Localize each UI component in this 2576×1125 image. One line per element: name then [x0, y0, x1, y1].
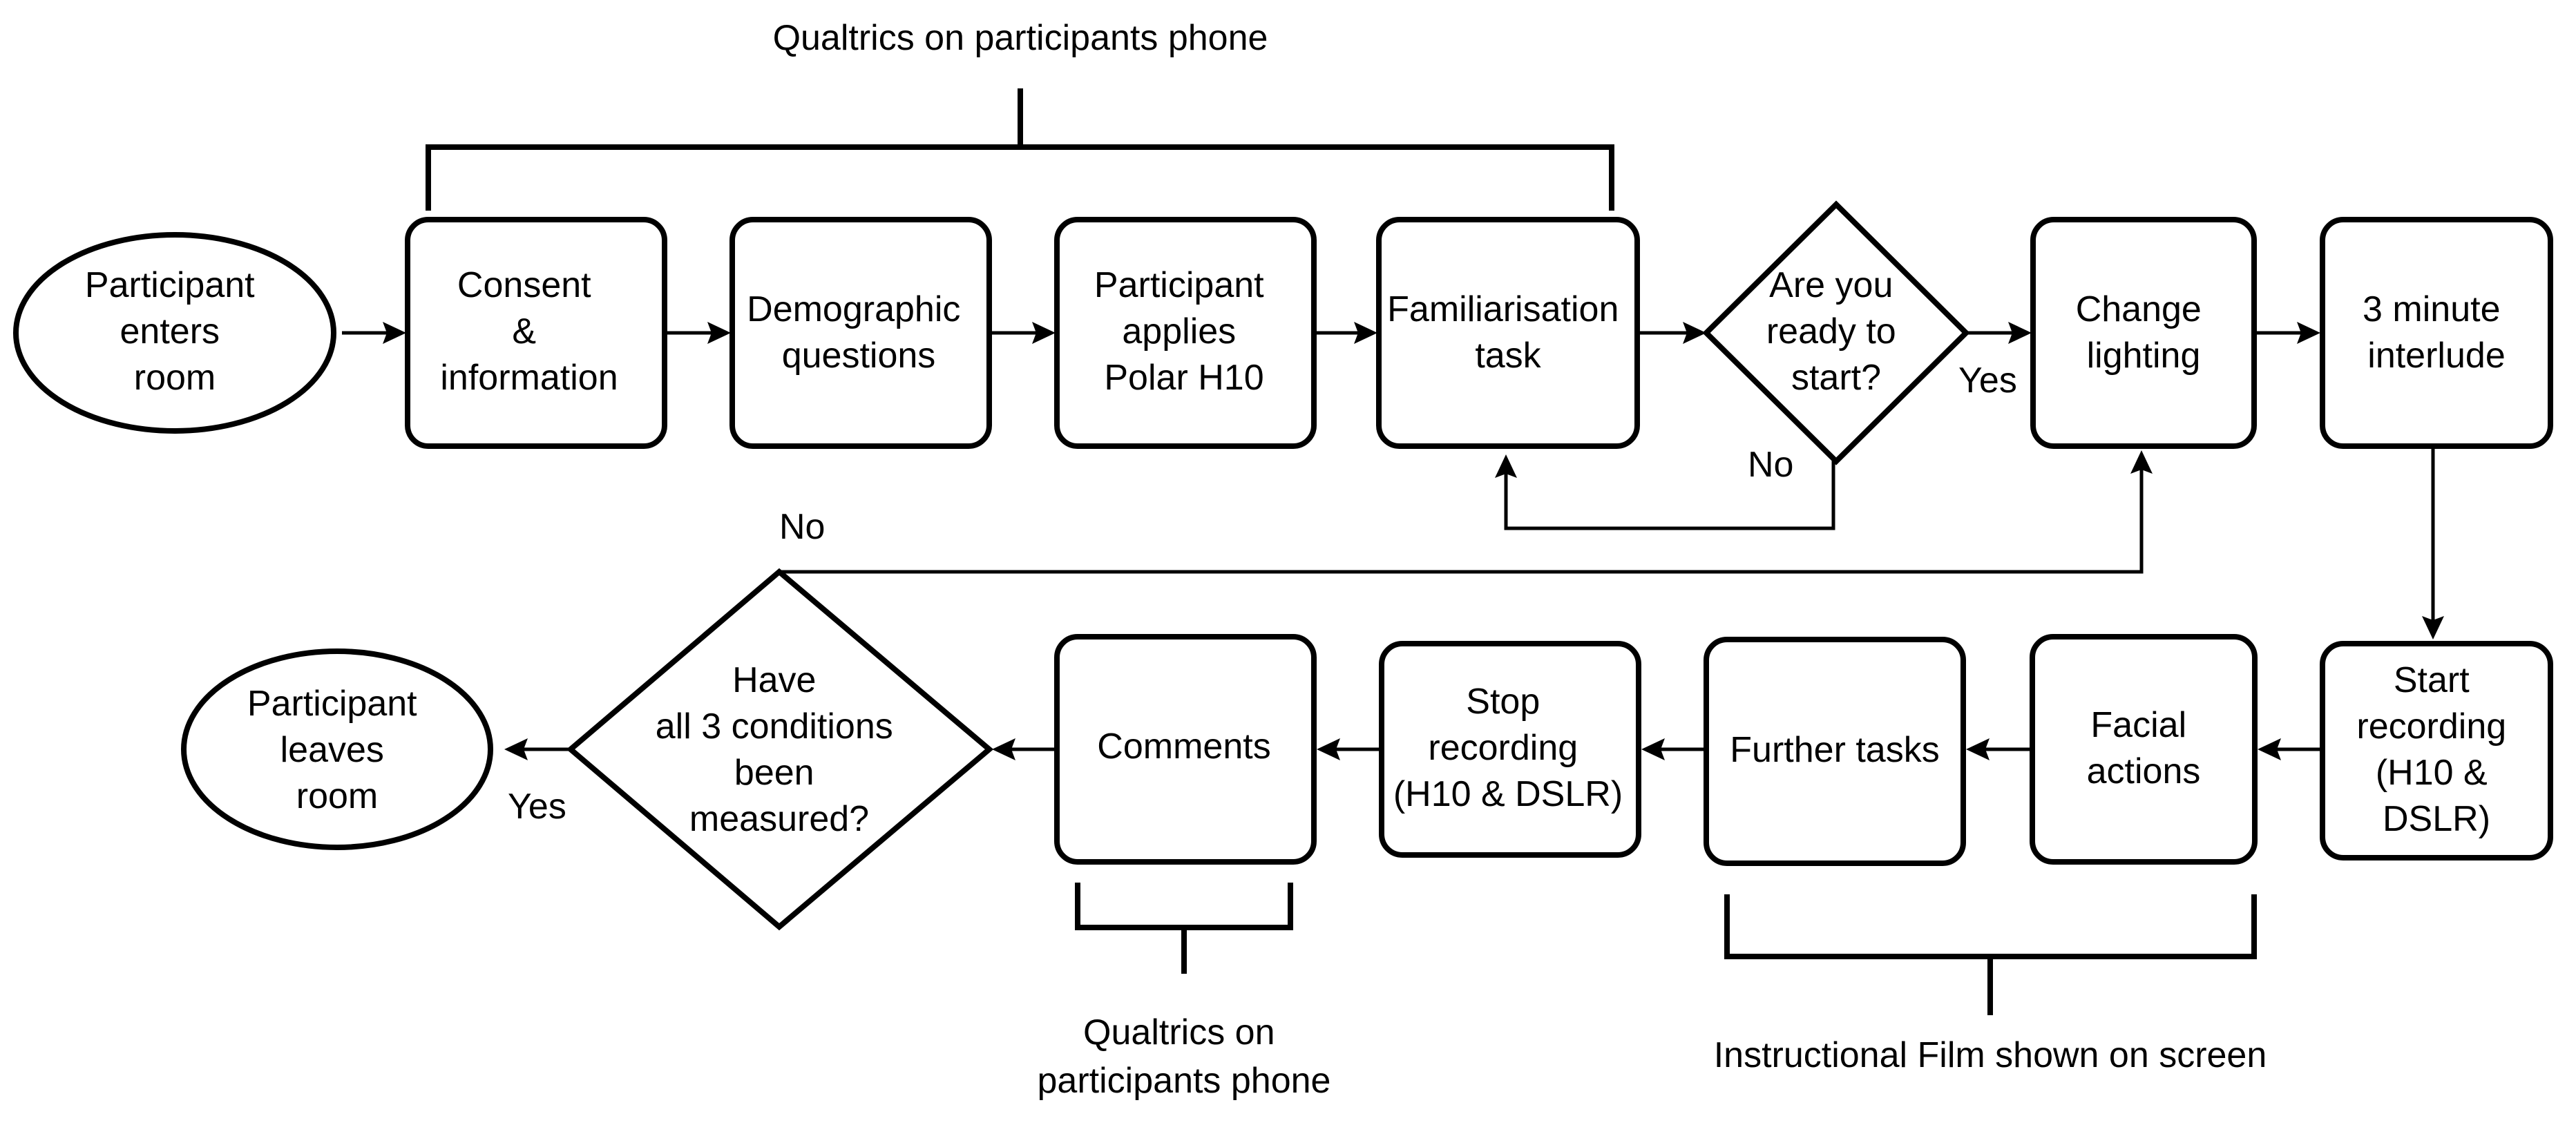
edge-label-conditions-yes: Yes: [508, 787, 566, 827]
annotation-bottom-left: Qualtrics on participants phone: [1038, 1012, 1331, 1101]
node-familiarisation-task: Familiarisation task: [1376, 217, 1640, 449]
svg-text:Participant enters: Participant enters room: [85, 265, 265, 398]
node-change-lighting: Change lighting: [2030, 217, 2257, 449]
svg-text:Facial actions: Facial actions: [2087, 705, 2201, 791]
node-stop-recording: Stop recording (H10 & DSLR): [1379, 641, 1641, 858]
svg-text:Further tasks: Further tasks: [1730, 730, 1939, 770]
annotation-top: Qualtrics on participants phone: [773, 18, 1268, 58]
svg-text:Comments: Comments: [1097, 727, 1270, 767]
svg-text:Change lighting: Change lighting: [2076, 289, 2212, 376]
edge-label-ready-yes: Yes: [1958, 360, 2017, 401]
svg-text:Participant leaves: Participant leaves room: [247, 684, 427, 816]
svg-text:Have all 3 conditions: Have all 3 conditions been measured?: [656, 660, 903, 839]
bracket-bottom-right: [1724, 894, 2257, 1015]
node-consent-information: Consent & information: [405, 217, 667, 449]
edge-label-conditions-no: No: [779, 507, 825, 547]
svg-text:Demographic questions: Demographic questions: [747, 289, 971, 376]
svg-text:Start recording (H: Start recording (H10 & DSLR): [2356, 660, 2516, 839]
bracket-top: [426, 88, 1614, 211]
bracket-bottom-left: [1075, 883, 1293, 974]
node-participant-applies-h10: Participant applies Polar H10: [1054, 217, 1317, 449]
node-comments: Comments: [1054, 634, 1317, 865]
svg-text:Stop recording (H1: Stop recording (H10 & DSLR): [1393, 682, 1623, 814]
connectors: [342, 322, 2444, 760]
node-further-tasks: Further tasks: [1704, 637, 1966, 866]
decision-ready-to-start: Are you ready to start?: [1702, 200, 1970, 465]
svg-text:Familiarisation task: Familiarisation task: [1387, 289, 1629, 376]
node-facial-actions: Facial actions: [2030, 634, 2258, 865]
node-3-minute-interlude: 3 minute interlude: [2320, 217, 2553, 449]
node-start-recording: Start recording (H10 & DSLR): [2320, 641, 2553, 860]
annotation-bottom-right: Instructional Film shown on screen: [1714, 1035, 2267, 1075]
svg-text:Are you ready to s: Are you ready to start?: [1766, 265, 1906, 398]
svg-text:Consent & informat: Consent & information: [440, 265, 618, 398]
svg-text:Participant applies: Participant applies Polar H10: [1094, 265, 1274, 398]
node-participant-leaves-room: Participant leaves room: [181, 648, 493, 850]
node-demographic-questions: Demographic questions: [729, 217, 992, 449]
edge-label-ready-no: No: [1748, 445, 1793, 485]
decision-all-conditions-measured: Have all 3 conditions been measured?: [566, 568, 994, 931]
node-participant-enters-room: Participant enters room: [13, 232, 336, 434]
svg-text:3 minute interlude: 3 minute interlude: [2363, 289, 2510, 376]
